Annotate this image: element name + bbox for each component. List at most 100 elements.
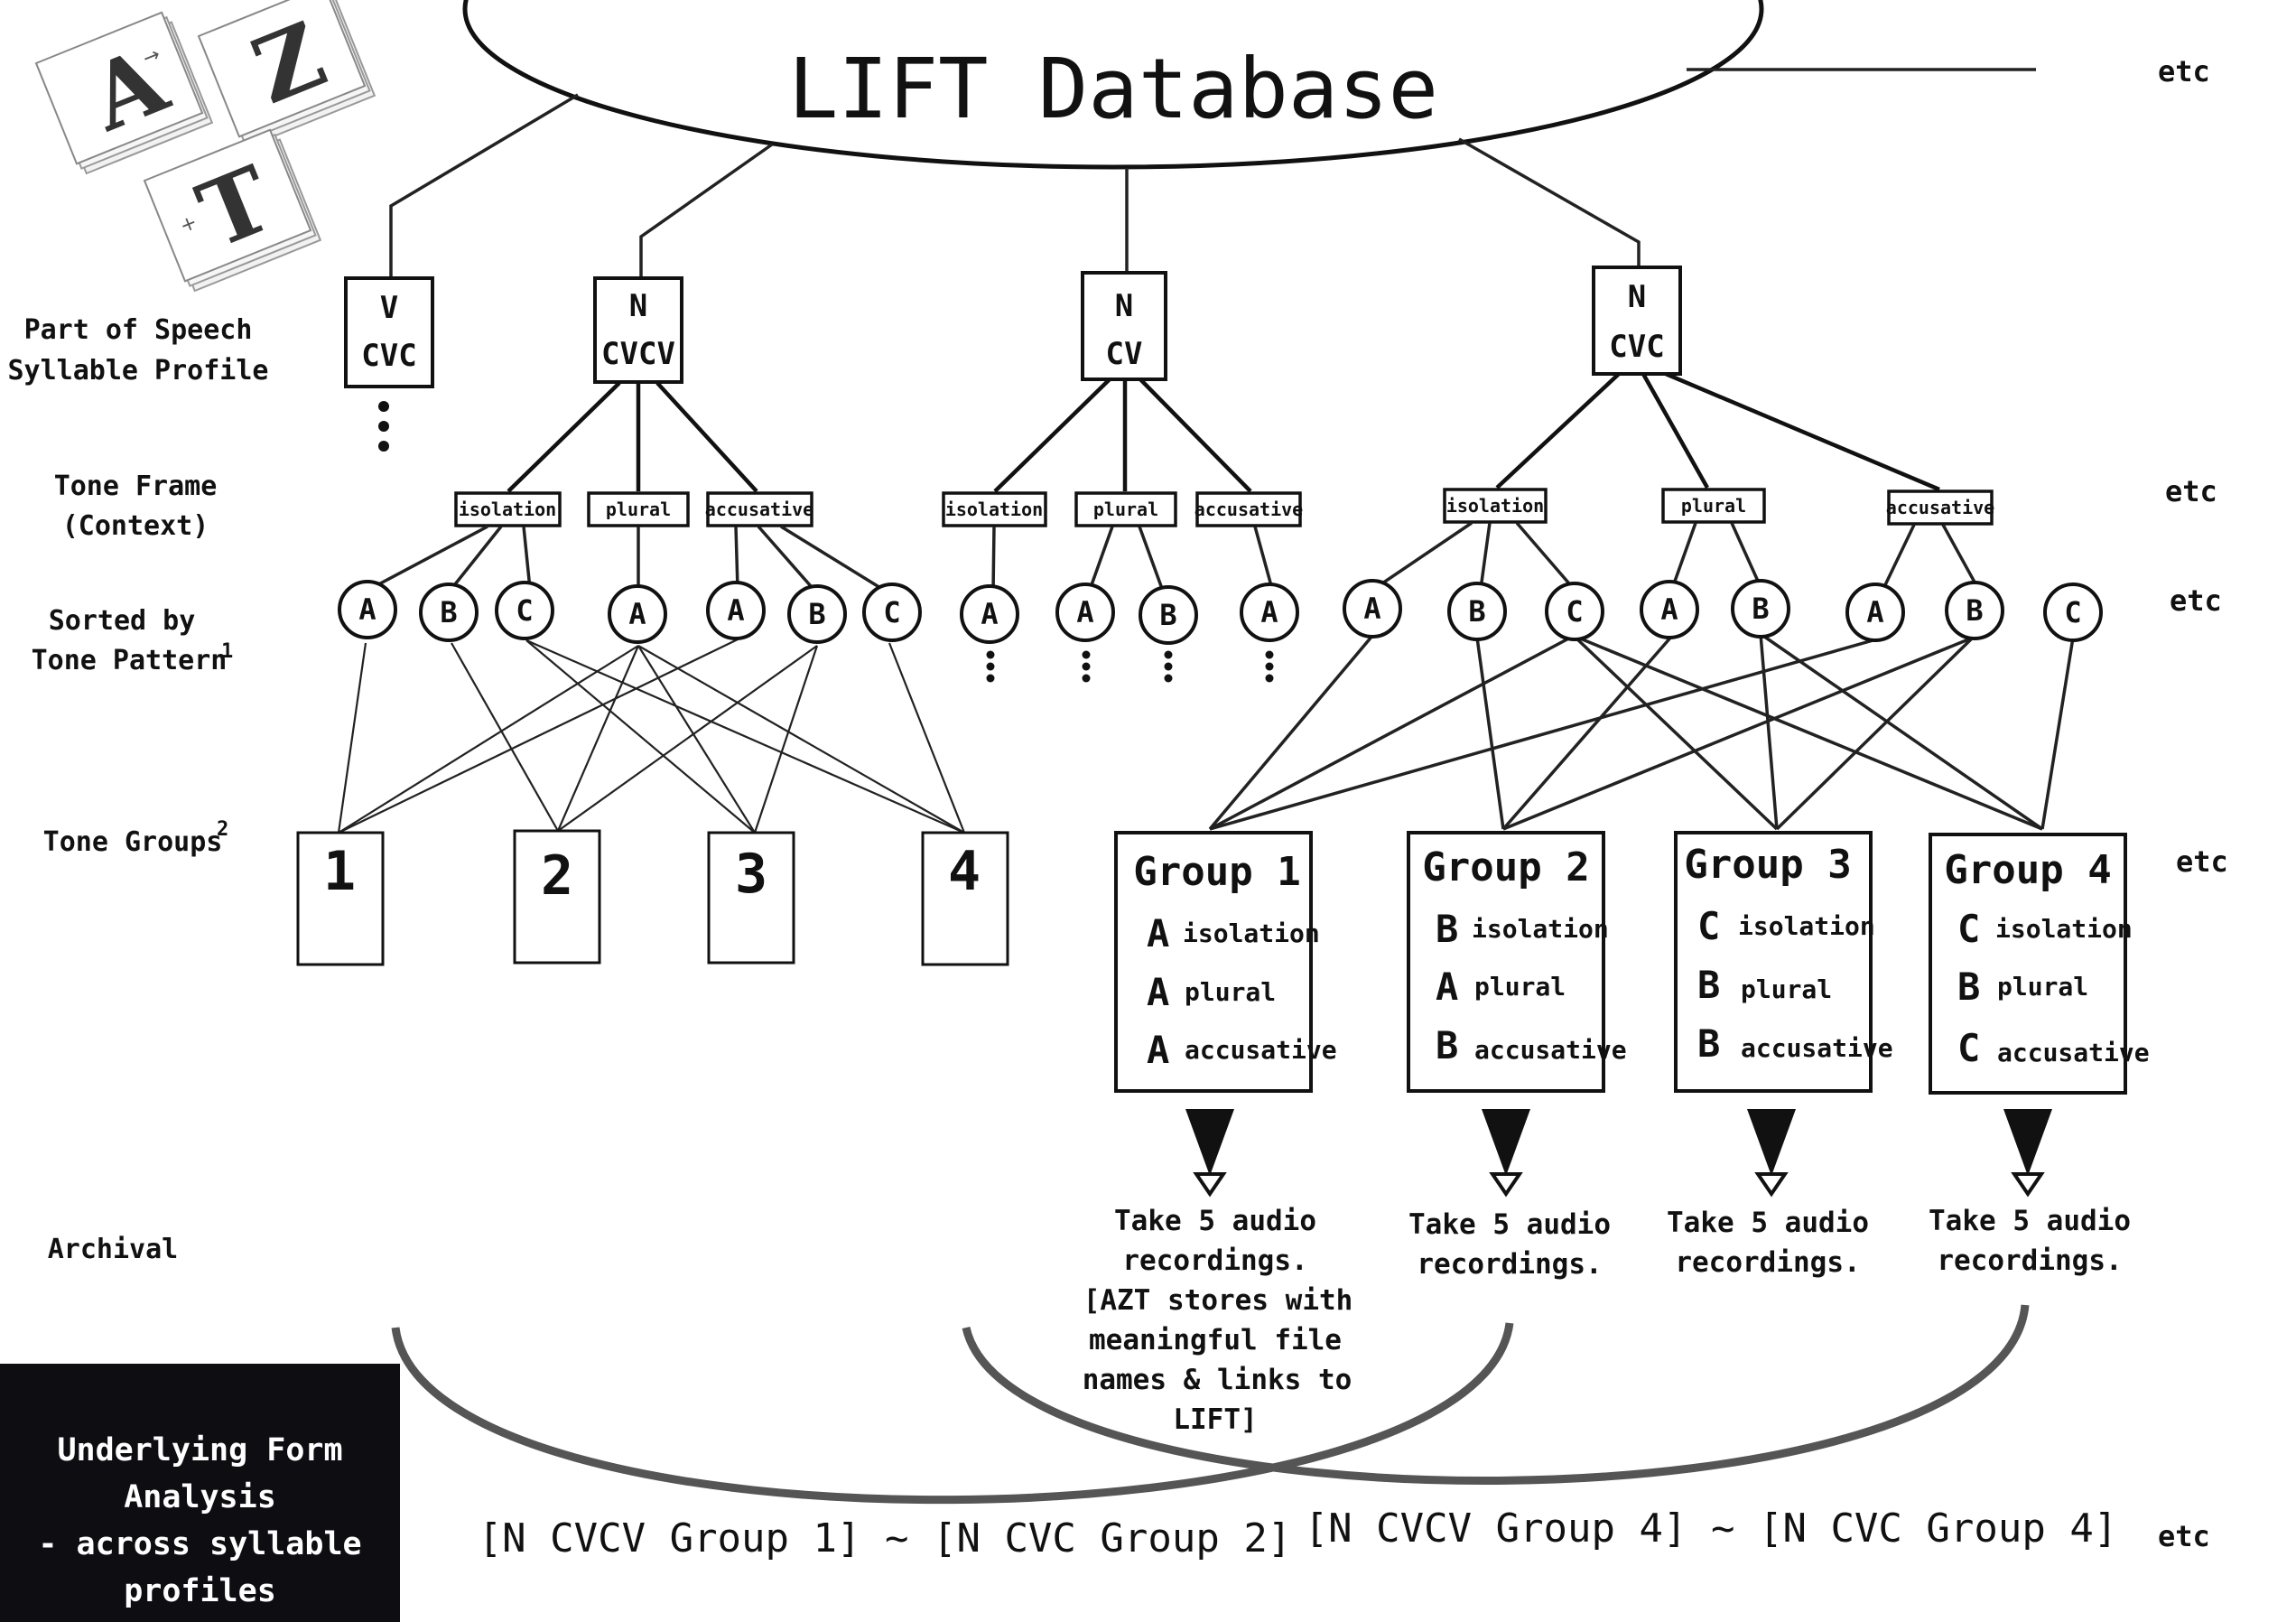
svg-text:A: A bbox=[981, 597, 998, 631]
underlying-form-line3: profiles bbox=[124, 1573, 276, 1609]
underlying-form-line2: - across syllable bbox=[38, 1526, 362, 1562]
svg-text:accusative: accusative bbox=[1741, 1033, 1893, 1063]
frame-label-line2: (Context) bbox=[62, 510, 209, 542]
numbered-group-4: 4 bbox=[921, 831, 1009, 966]
svg-text:B: B bbox=[1697, 963, 1720, 1007]
numbered-group-3: 3 bbox=[707, 831, 795, 965]
etc-tones: etc bbox=[2170, 583, 2222, 618]
left-crossing-lines bbox=[337, 639, 966, 834]
group-title: Group 4 bbox=[1944, 847, 2111, 893]
etc-groups: etc bbox=[2176, 844, 2228, 879]
underlying-form-panel bbox=[0, 1364, 400, 1622]
svg-text:[AZT stores with: [AZT stores with bbox=[1083, 1284, 1353, 1317]
tone-groups-footnote-marker: 2 bbox=[217, 818, 228, 841]
svg-text:B: B bbox=[440, 595, 457, 629]
lift-database-title: LIFT Database bbox=[788, 41, 1438, 137]
frame-box-cvcv-accusative: accusative bbox=[705, 491, 813, 527]
frame-box-cvcv-plural: plural bbox=[587, 491, 690, 527]
svg-text:recordings.: recordings. bbox=[1122, 1244, 1307, 1277]
tone-circle-cv-accusative-a: A bbox=[1240, 583, 1299, 642]
archival-label: Archival bbox=[48, 1234, 179, 1265]
svg-text:recordings.: recordings. bbox=[1675, 1246, 1860, 1279]
frame-box-cvc-isolation: isolation bbox=[1443, 488, 1548, 524]
pos-box-pos: V bbox=[380, 290, 398, 326]
down-arrow-icon bbox=[2003, 1109, 2052, 1198]
archival-note-group-3: Take 5 audio recordings. bbox=[1667, 1207, 1869, 1279]
svg-text:meaningful file: meaningful file bbox=[1089, 1324, 1342, 1356]
svg-text:isolation: isolation bbox=[1738, 911, 1875, 941]
svg-text:accusative: accusative bbox=[1997, 1038, 2150, 1067]
pos-box-n-cvc: N CVC bbox=[1592, 266, 1682, 376]
svg-text:A: A bbox=[1147, 1028, 1169, 1072]
tone-circle-cvcv-isolation-b: B bbox=[419, 583, 479, 642]
svg-text:1: 1 bbox=[323, 840, 356, 903]
pos-box-profile: CVC bbox=[361, 338, 416, 374]
pos-label-line2: Syllable Profile bbox=[8, 355, 269, 387]
svg-text:isolation: isolation bbox=[459, 499, 556, 520]
tone-groups-label: Tone Groups bbox=[43, 826, 223, 858]
frame-box-cvc-accusative: accusative bbox=[1886, 489, 1994, 526]
svg-text:A: A bbox=[1436, 965, 1458, 1009]
frame-box-cv-isolation: isolation bbox=[942, 491, 1047, 527]
svg-text:C: C bbox=[883, 595, 900, 629]
svg-text:Take 5 audio: Take 5 audio bbox=[1114, 1205, 1316, 1237]
lift-database-ellipse bbox=[462, 0, 1764, 170]
svg-text:plural: plural bbox=[1474, 972, 1566, 1002]
tone-circle-cvc-plural-b: B bbox=[1731, 579, 1790, 639]
sorted-label-line2: Tone Pattern bbox=[32, 645, 228, 676]
tone-circle-cvcv-accusative-a: A bbox=[706, 581, 766, 640]
svg-text:accusative: accusative bbox=[1474, 1035, 1627, 1065]
group-box-1: Group 1 A isolation A plural A accusativ… bbox=[1114, 831, 1337, 1093]
svg-text:3: 3 bbox=[735, 843, 767, 906]
tone-circle-cvc-plural-a: A bbox=[1640, 580, 1699, 639]
svg-text:isolation: isolation bbox=[1995, 914, 2133, 944]
etc-underlying: etc bbox=[2158, 1519, 2210, 1553]
svg-text:C: C bbox=[2064, 595, 2081, 629]
svg-text:accusative: accusative bbox=[1886, 497, 1994, 518]
tone-circle-cvcv-accusative-c: C bbox=[862, 583, 922, 642]
svg-text:recordings.: recordings. bbox=[1417, 1248, 1602, 1281]
archival-note-group-4: Take 5 audio recordings. bbox=[1929, 1205, 2131, 1277]
svg-text:C: C bbox=[516, 593, 533, 628]
svg-text:isolation: isolation bbox=[1472, 914, 1609, 944]
group-title: Group 2 bbox=[1422, 844, 1589, 890]
svg-text:4: 4 bbox=[948, 840, 981, 903]
group-title: Group 1 bbox=[1133, 849, 1300, 895]
svg-text:A: A bbox=[1260, 595, 1278, 629]
svg-text:names & links to: names & links to bbox=[1083, 1364, 1353, 1396]
underlying-arc-right bbox=[962, 1304, 2030, 1485]
pos-box-n-cv: N CV bbox=[1081, 271, 1167, 381]
svg-text:B: B bbox=[1697, 1021, 1720, 1066]
svg-text:isolation: isolation bbox=[1446, 495, 1544, 517]
etc-database: etc bbox=[2158, 54, 2210, 89]
ellipsis-v-cvc bbox=[378, 401, 389, 452]
svg-text:plural: plural bbox=[1741, 974, 1832, 1004]
svg-text:C: C bbox=[1566, 594, 1583, 629]
tone-circle-cvcv-isolation-a: A bbox=[338, 580, 397, 639]
svg-text:B: B bbox=[1752, 592, 1769, 626]
svg-text:LIFT]: LIFT] bbox=[1173, 1403, 1257, 1436]
tone-circle-cvc-accusative-c: C bbox=[2043, 583, 2103, 642]
svg-text:accusative: accusative bbox=[1194, 499, 1303, 520]
group-box-2: Group 2 B isolation A plural B accusativ… bbox=[1407, 831, 1627, 1093]
group-box-4: Group 4 C isolation B plural C accusativ… bbox=[1929, 833, 2150, 1095]
svg-text:Take 5 audio: Take 5 audio bbox=[1408, 1208, 1611, 1241]
svg-text:A: A bbox=[1363, 592, 1380, 626]
tone-circle-cv-plural-b: B bbox=[1139, 585, 1198, 645]
equivalence-2: [N CVCV Group 4] ~ [N CVC Group 4] bbox=[1305, 1505, 2118, 1552]
archival-note-group-2: Take 5 audio recordings. bbox=[1408, 1208, 1611, 1281]
svg-text:C: C bbox=[1697, 904, 1720, 948]
svg-text:A: A bbox=[1660, 592, 1678, 627]
frame-box-cv-plural: plural bbox=[1074, 491, 1177, 527]
svg-text:accusative: accusative bbox=[1185, 1035, 1337, 1065]
svg-text:B: B bbox=[1436, 907, 1458, 951]
svg-text:B: B bbox=[1159, 598, 1176, 632]
svg-text:A: A bbox=[358, 592, 376, 627]
tone-circle-cvcv-plural-a: A bbox=[608, 584, 667, 644]
equivalence-1: [N CVCV Group 1] ~ [N CVC Group 2] bbox=[479, 1515, 1292, 1561]
numbered-group-1: 1 bbox=[296, 831, 385, 966]
svg-text:Take 5 audio: Take 5 audio bbox=[1929, 1205, 2131, 1237]
tone-circle-cvcv-accusative-b: B bbox=[787, 584, 847, 644]
svg-text:2: 2 bbox=[541, 844, 573, 908]
